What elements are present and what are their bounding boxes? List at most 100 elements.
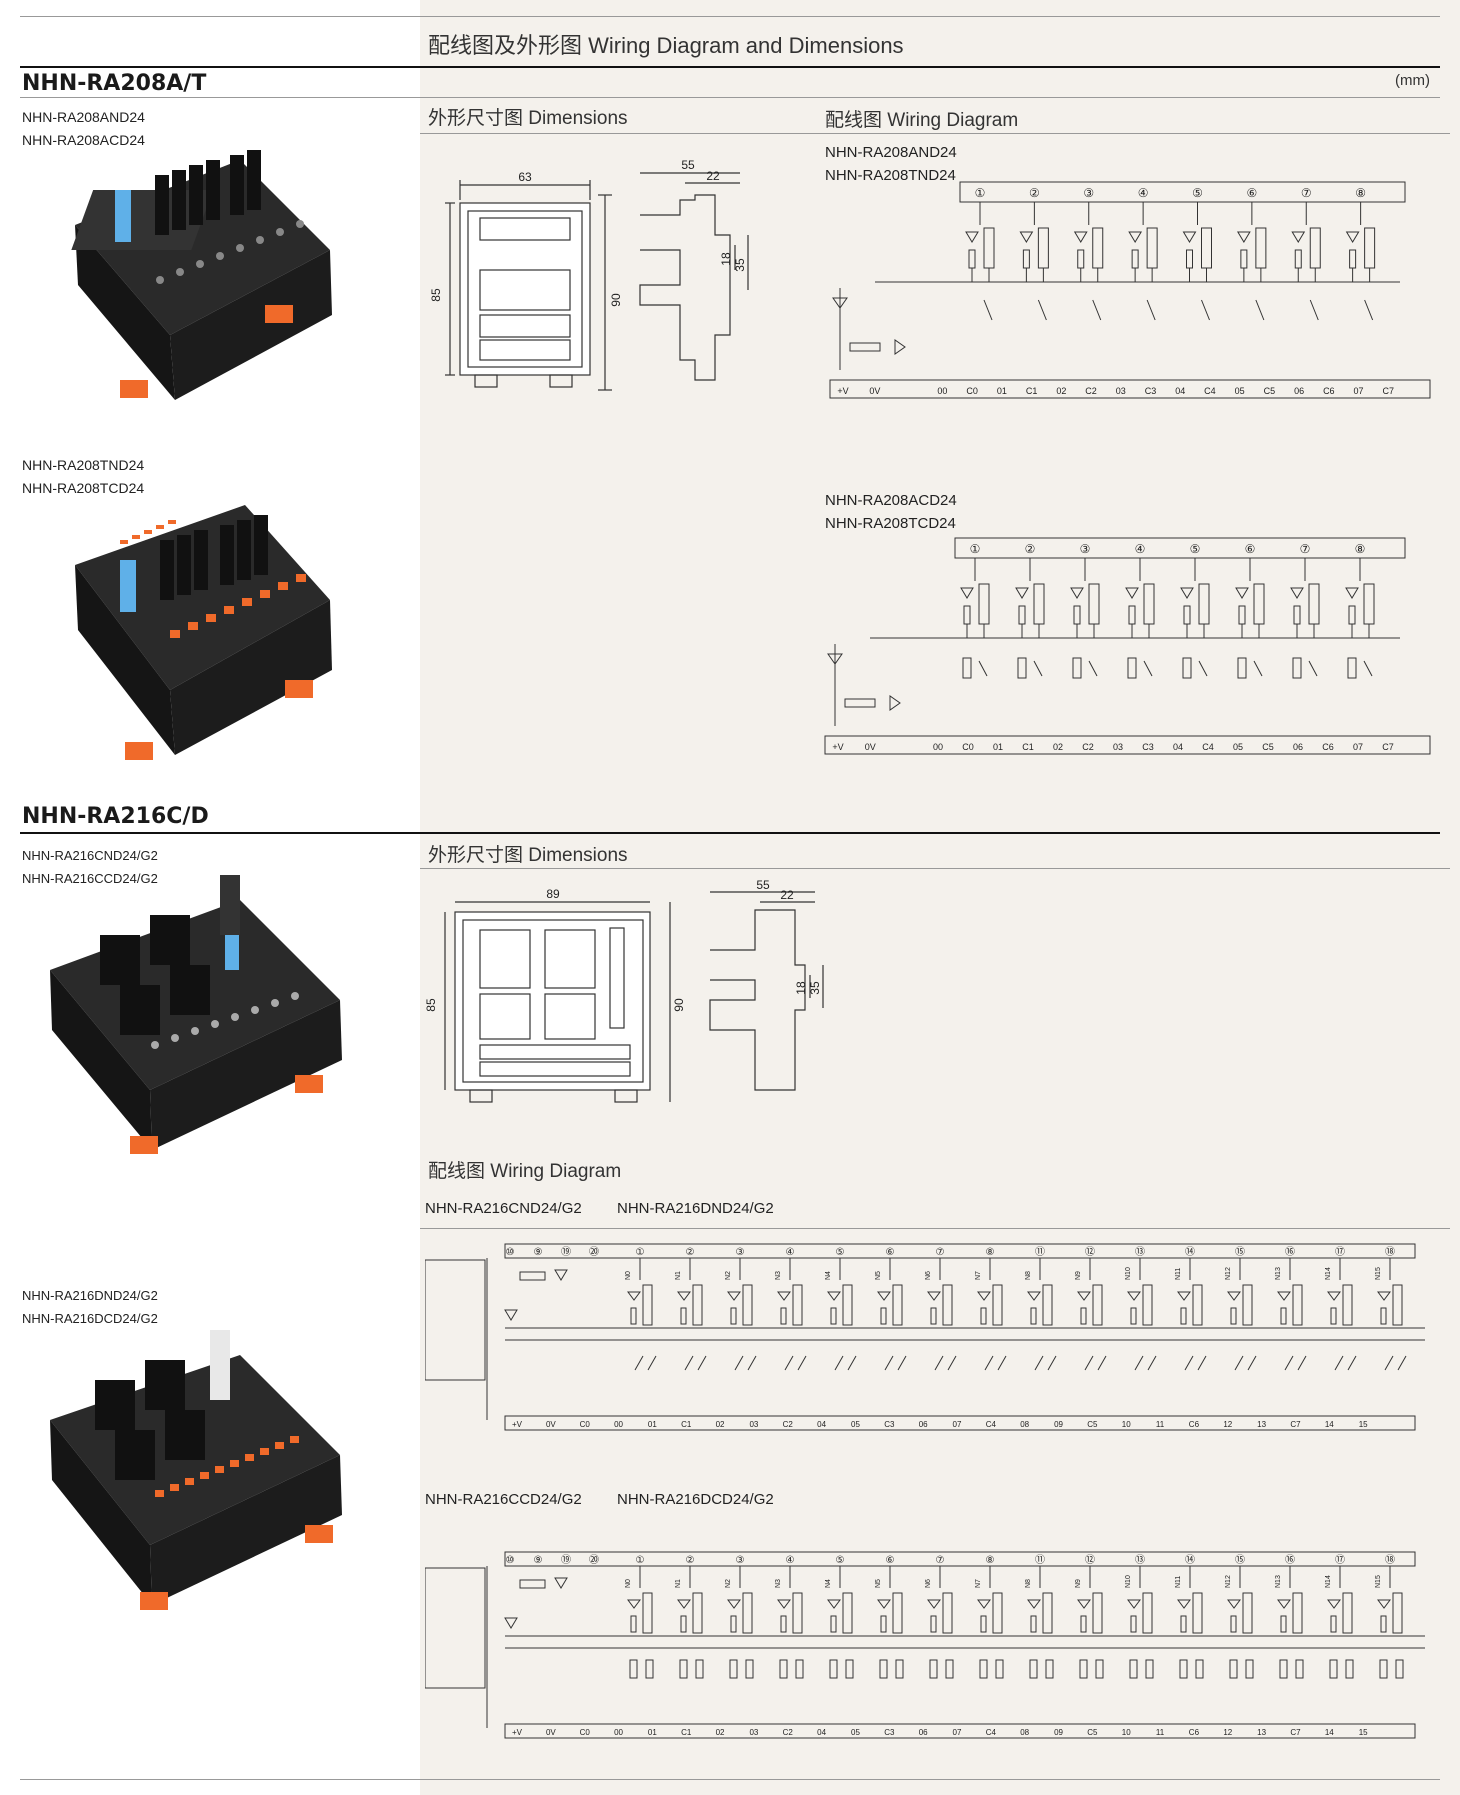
relay-coil [1309, 227, 1321, 269]
resistor [1238, 605, 1246, 625]
led-symbol [1125, 587, 1139, 599]
section-title-ra216: NHN-RA216C/D [22, 804, 209, 829]
wiring-label-ra216: 配线图 Wiring Diagram [428, 1161, 622, 1182]
relay-coil [692, 1592, 703, 1634]
resistor [1293, 605, 1301, 625]
terminal-label: 00 [937, 386, 947, 396]
led-symbol [1377, 1291, 1391, 1301]
resistor [1030, 1307, 1037, 1325]
relay-coil [1242, 1284, 1253, 1326]
terminal-label: ⑬ [1135, 1246, 1145, 1258]
ssr-element [1379, 1659, 1388, 1679]
terminal-label: C0 [580, 1728, 591, 1737]
led-symbol [727, 1599, 741, 1609]
resistor [1349, 249, 1357, 269]
led-symbol [777, 1291, 791, 1301]
model-name: NHN-RA216CCD24/G2 [22, 871, 158, 886]
terminal-label: ⑨ [534, 1247, 543, 1258]
terminal-label: ⑯ [1285, 1554, 1295, 1566]
ssr-element [1279, 1659, 1288, 1679]
relay-coil [1037, 227, 1049, 269]
wiring2-models: NHN-RA208ACD24 NHN-RA208TCD24 [825, 489, 957, 535]
led-symbol [1290, 587, 1304, 599]
relay-coil [892, 1284, 903, 1326]
terminal-label: ① [636, 1247, 645, 1258]
terminal-label: 06 [1294, 386, 1304, 396]
section-divider [20, 832, 1440, 834]
relay-coil [792, 1284, 803, 1326]
terminal-label: ⑤ [836, 1247, 845, 1258]
terminal-label: ⑫ [1085, 1246, 1095, 1258]
resistor [1131, 249, 1139, 269]
channel-label: N11 [1175, 1268, 1182, 1280]
channel-label: N4 [825, 1271, 832, 1280]
led-symbol [965, 231, 979, 243]
terminal-label: 04 [1175, 386, 1185, 396]
contact-switch [1255, 299, 1265, 321]
terminal-label: 04 [817, 1420, 826, 1429]
terminal-label: +V [512, 1420, 523, 1429]
relay-coil [1142, 1284, 1153, 1326]
contact-switch [984, 1355, 994, 1371]
model-name: NHN-RA208TND24 [825, 167, 956, 184]
power-led [889, 695, 901, 711]
led-symbol [877, 1599, 891, 1609]
relay-coil [978, 583, 990, 625]
product-photo-ra216c [50, 875, 342, 1154]
led-symbol [1073, 231, 1088, 243]
terminal-label: ⑤ [836, 1555, 845, 1566]
channel-label: N13 [1275, 1575, 1282, 1588]
contact-switch [1088, 660, 1098, 677]
channel-label: N10 [1125, 1267, 1132, 1280]
terminal-label: C2 [783, 1420, 794, 1429]
contact-switch [734, 1355, 744, 1371]
terminal-label: ⑤ [1192, 186, 1203, 200]
led-symbol [1077, 1291, 1091, 1301]
resistor [1330, 1615, 1337, 1633]
relay-coil [1042, 1284, 1053, 1326]
terminal-label: 00 [614, 1728, 623, 1737]
terminal-label: ⑦ [936, 1555, 945, 1566]
contact-switch [1197, 1355, 1207, 1371]
channel-label: N10 [1125, 1575, 1132, 1588]
terminal-label: 05 [851, 1728, 860, 1737]
dim-depth: 55 [681, 158, 695, 172]
terminal-strip-top [954, 537, 1406, 559]
contact-switch [1384, 1355, 1394, 1371]
relay-coil [1292, 1592, 1303, 1634]
led-symbol [1182, 231, 1197, 243]
terminal-label: ④ [1135, 542, 1146, 556]
terminal-label: ⑥ [886, 1247, 895, 1258]
contact-switch [947, 1355, 957, 1371]
terminal-label: 00 [933, 742, 943, 752]
terminal-label: +V [837, 386, 848, 396]
resistor [1128, 605, 1136, 625]
terminal-label: C3 [884, 1420, 895, 1429]
terminal-label: ⑦ [936, 1247, 945, 1258]
relay-coil [1255, 227, 1267, 269]
relay-coil [1192, 1592, 1203, 1634]
channel-label: N0 [625, 1271, 632, 1280]
dim-height: 85 [430, 288, 443, 302]
channel-label: N11 [1175, 1576, 1182, 1588]
contact-switch [784, 1355, 794, 1371]
led-symbol [777, 1599, 791, 1609]
led-symbol [927, 1291, 941, 1301]
contact-switch [647, 1355, 657, 1371]
ssr-element [629, 1659, 638, 1679]
relay-coil [1201, 227, 1212, 269]
led-symbol [1177, 1599, 1191, 1609]
contact-switch [997, 1355, 1007, 1371]
terminal-label: +V [832, 742, 843, 752]
wiring-label-ra208: 配线图 Wiring Diagram [825, 110, 1019, 131]
relay-coil [1253, 583, 1265, 625]
resistor [880, 1307, 887, 1325]
relay-coil [1092, 227, 1104, 269]
ssr-element [695, 1659, 704, 1679]
terminal-label: 01 [993, 742, 1003, 752]
terminal-label: ⑳ [589, 1246, 599, 1258]
model-name: NHN-RA208TCD24 [825, 515, 956, 532]
contact-switch [1084, 1355, 1094, 1371]
diode-symbol [504, 1617, 518, 1629]
